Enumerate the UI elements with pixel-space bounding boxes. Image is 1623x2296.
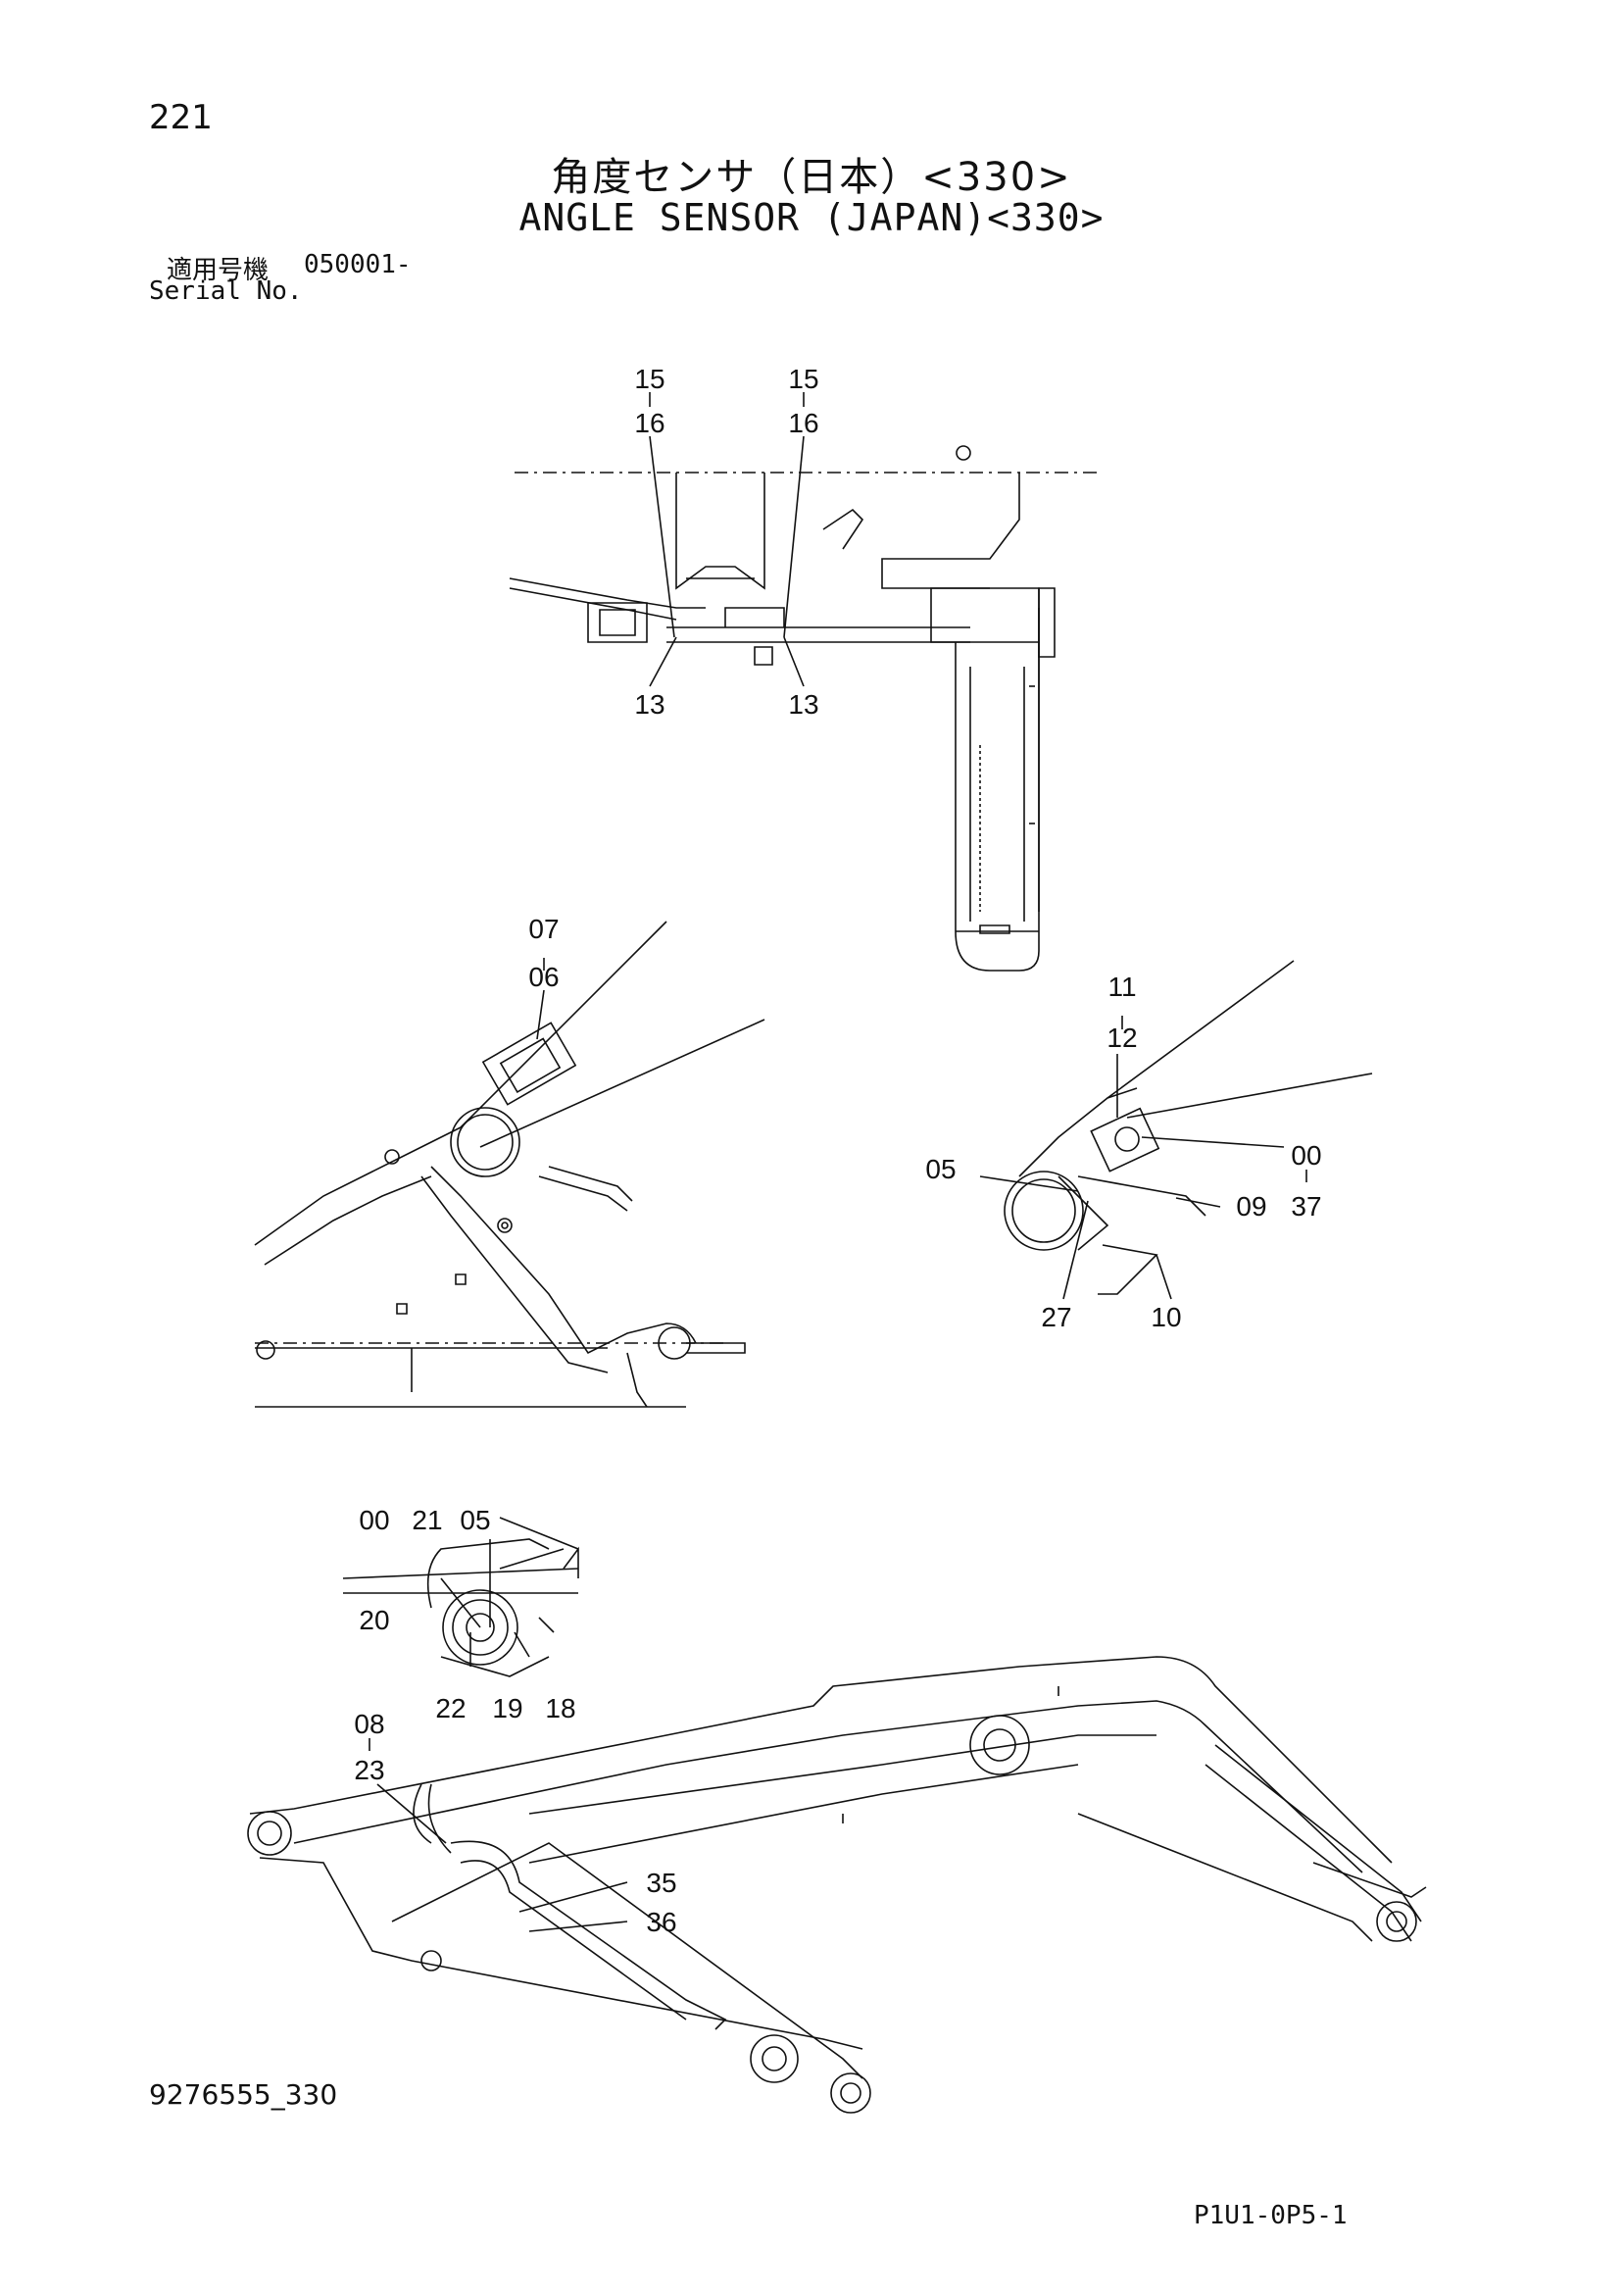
callout-top-15b: 15 [788,364,818,394]
page-code: P1U1-0P5-1 [1194,2201,1348,2230]
callout-right-00: 00 [1291,1140,1321,1171]
callout-top-13b: 13 [788,689,818,720]
callout-bottom-00: 00 [359,1505,389,1535]
page-title-japanese: 角度センサ（日本）<330> [551,155,1072,200]
callout-bottom-36: 36 [646,1907,676,1937]
middle-left-drawing [255,922,764,1407]
callout-right-12: 12 [1107,1023,1137,1053]
middle-right-drawing [980,961,1372,1299]
drawing-number: 9276555_330 [149,2078,338,2111]
callout-right-27: 27 [1041,1302,1071,1332]
page-number: 221 [149,98,213,137]
callout-bottom-23: 23 [354,1755,384,1785]
callout-bottom-18: 18 [545,1693,575,1723]
callout-bottom-19: 19 [492,1693,522,1723]
callout-right-05: 05 [925,1154,956,1184]
callout-right-09: 09 [1236,1191,1266,1222]
callout-right-11: 11 [1107,972,1136,1002]
callout-top-16a: 16 [634,408,664,438]
callout-top-15a: 15 [634,364,664,394]
callout-top-13a: 13 [634,689,664,720]
callout-bottom-05: 05 [460,1505,490,1535]
callout-mid-07: 07 [528,914,559,944]
callout-bottom-21: 21 [412,1505,442,1535]
callout-labels: 15 16 15 16 13 13 07 06 11 12 05 00 37 0… [354,364,1321,1937]
top-view-drawing [510,392,1098,971]
serial-label-english: Serial No. [149,276,303,306]
callout-bottom-35: 35 [646,1868,676,1898]
callout-mid-06: 06 [528,962,559,992]
callout-right-37: 37 [1291,1191,1321,1222]
callout-bottom-22: 22 [435,1693,466,1723]
serial-range: 050001- [304,250,412,279]
bottom-boom-drawing [248,1518,1426,2113]
callout-right-10: 10 [1151,1302,1181,1332]
callout-bottom-20: 20 [359,1605,389,1635]
page-title-english: ANGLE SENSOR (JAPAN)<330> [518,196,1105,239]
callout-top-16b: 16 [788,408,818,438]
serial-label-japanese: 適用号機 [167,256,270,285]
callout-bottom-08: 08 [354,1709,384,1739]
